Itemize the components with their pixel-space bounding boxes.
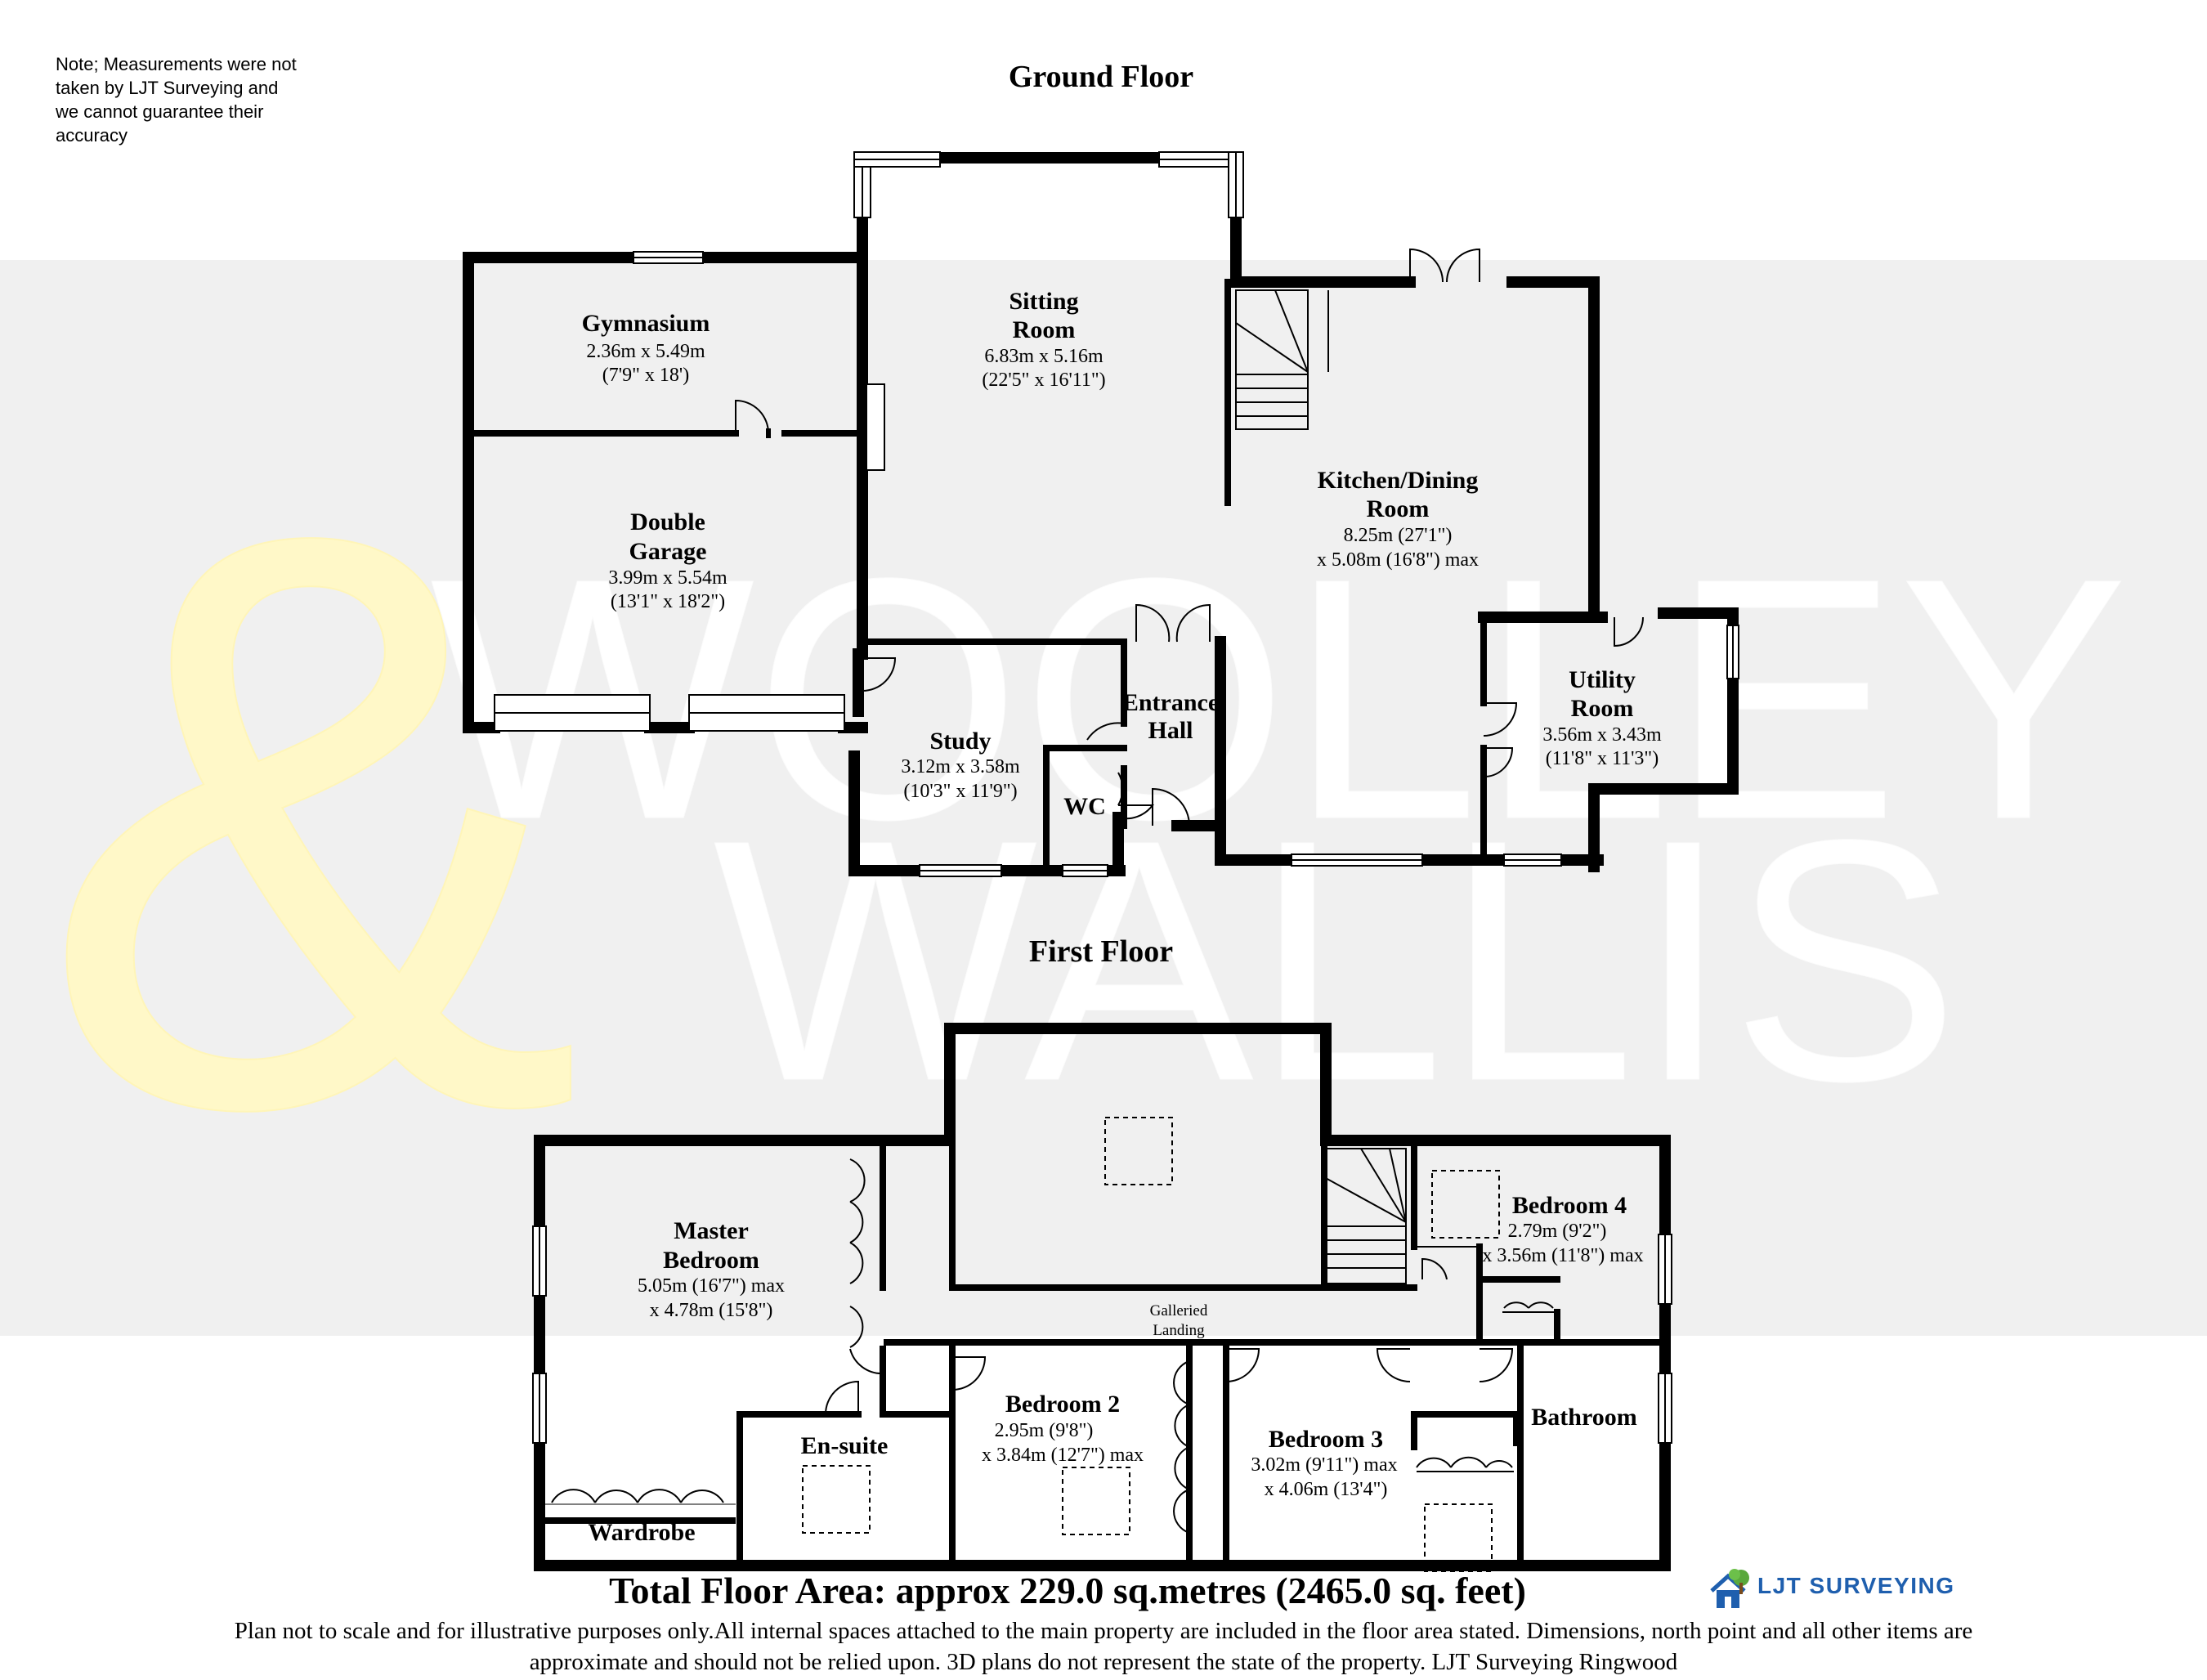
floor-titles: Ground Floor First Floor — [1009, 60, 1193, 969]
total-floor-area: Total Floor Area: approx 229.0 sq.metres… — [0, 1569, 2207, 1612]
entrance-hall-name-2: Hall — [1148, 717, 1193, 744]
entrance-hall-name-1: Entrance — [1122, 689, 1219, 716]
kitchen-dims: 8.25m (27'1") — [1344, 525, 1453, 546]
bedroom-2-dims-2: x 3.84m (12'7") max — [982, 1445, 1144, 1466]
skylights — [802, 1117, 1500, 1572]
gymnasium-name: Gymnasium — [582, 310, 710, 337]
bedroom-3-name: Bedroom 3 — [1269, 1426, 1383, 1453]
study-dims: 3.12m x 3.58m — [901, 756, 1020, 777]
utility-imperial: (11'8" x 11'3") — [1546, 748, 1659, 769]
sitting-room-dims: 6.83m x 5.16m — [984, 346, 1104, 367]
study-name: Study — [929, 728, 991, 755]
garage-dims: 3.99m x 5.54m — [608, 567, 727, 589]
garage-name-2: Garage — [629, 538, 707, 565]
watermark-band — [0, 260, 2207, 1336]
first-stairs — [1323, 1148, 1407, 1284]
first-floor-title: First Floor — [1029, 934, 1173, 969]
garage-name-1: Double — [630, 508, 705, 535]
bedroom-4-dims: 2.79m (9'2") — [1508, 1221, 1607, 1242]
house-tree-icon — [1710, 1569, 1749, 1608]
study-imperial: (10'3" x 11'9") — [903, 781, 1017, 802]
kitchen-name-2: Room — [1367, 495, 1430, 522]
ground-floor-doors — [735, 248, 1644, 827]
bedroom-4-name: Bedroom 4 — [1512, 1192, 1627, 1219]
en-suite-name: En-suite — [801, 1432, 889, 1459]
master-bedroom-dims-2: x 4.78m (15'8") — [650, 1300, 773, 1321]
disclaimer: Plan not to scale and for illustrative p… — [49, 1615, 2158, 1678]
ground-floor-windows — [494, 151, 1739, 877]
ground-stairs — [1235, 289, 1329, 430]
ljt-surveying-logo: LJT SURVEYING — [1707, 1566, 1955, 1615]
kitchen-dims-2: x 5.08m (16'8") max — [1317, 549, 1479, 571]
wardrobe-name: Wardrobe — [588, 1519, 695, 1546]
first-floor-walls — [534, 1023, 1671, 1571]
bathroom-name: Bathroom — [1531, 1404, 1636, 1431]
disclaimer-line-1: Plan not to scale and for illustrative p… — [234, 1618, 1973, 1644]
garage-imperial: (13'1" x 18'2") — [611, 591, 725, 612]
first-floor-windows — [532, 1225, 1672, 1444]
kitchen-name-1: Kitchen/Dining — [1318, 467, 1479, 494]
utility-name-2: Room — [1571, 695, 1634, 722]
gymnasium-dims: 2.36m x 5.49m — [586, 341, 705, 362]
bedroom-2-name: Bedroom 2 — [1005, 1391, 1120, 1418]
watermark-line2: WALLIS — [714, 769, 1960, 1153]
gymnasium-imperial: (7'9" x 18') — [602, 365, 689, 386]
measurement-note: Note; Measurements were not taken by LJT… — [56, 54, 297, 146]
sitting-room-name-1: Sitting — [1009, 288, 1078, 315]
wc-name: WC — [1063, 793, 1106, 820]
utility-name-1: Utility — [1569, 666, 1636, 693]
disclaimer-line-2: approximate and should not be relied upo… — [529, 1649, 1678, 1675]
landing-name-1: Galleried — [1150, 1302, 1208, 1319]
total-floor-area-text: Total Floor Area: approx 229.0 sq.metres… — [609, 1570, 1526, 1611]
first-floor-fixtures — [545, 1117, 1557, 1572]
ground-floor-walls — [463, 152, 1739, 876]
landing-name-2: Landing — [1153, 1322, 1205, 1339]
utility-dims: 3.56m x 3.43m — [1542, 724, 1662, 746]
room-labels: Gymnasium 2.36m x 5.49m (7'9" x 18') Dou… — [582, 288, 1662, 1546]
sitting-room-name-2: Room — [1013, 316, 1076, 343]
bedroom-3-dims: 3.02m (9'11") max — [1251, 1454, 1397, 1476]
watermark: WOOLLEY WALLIS & — [0, 260, 2207, 1336]
bedroom-4-dims-2: x 3.56m (11'8") max — [1482, 1245, 1643, 1266]
logo-text: LJT SURVEYING — [1757, 1573, 1955, 1598]
sitting-room-imperial: (22'5" x 16'11") — [982, 370, 1105, 391]
bedroom-3-dims-2: x 4.06m (13'4") — [1265, 1479, 1388, 1500]
watermark-ampersand: & — [38, 364, 584, 1277]
master-bedroom-name-2: Bedroom — [663, 1247, 759, 1274]
bedroom-2-dims: 2.95m (9'8") — [995, 1420, 1094, 1441]
master-bedroom-name-1: Master — [674, 1217, 749, 1244]
ground-floor-title: Ground Floor — [1009, 60, 1193, 94]
master-bedroom-dims: 5.05m (16'7") max — [638, 1275, 785, 1297]
